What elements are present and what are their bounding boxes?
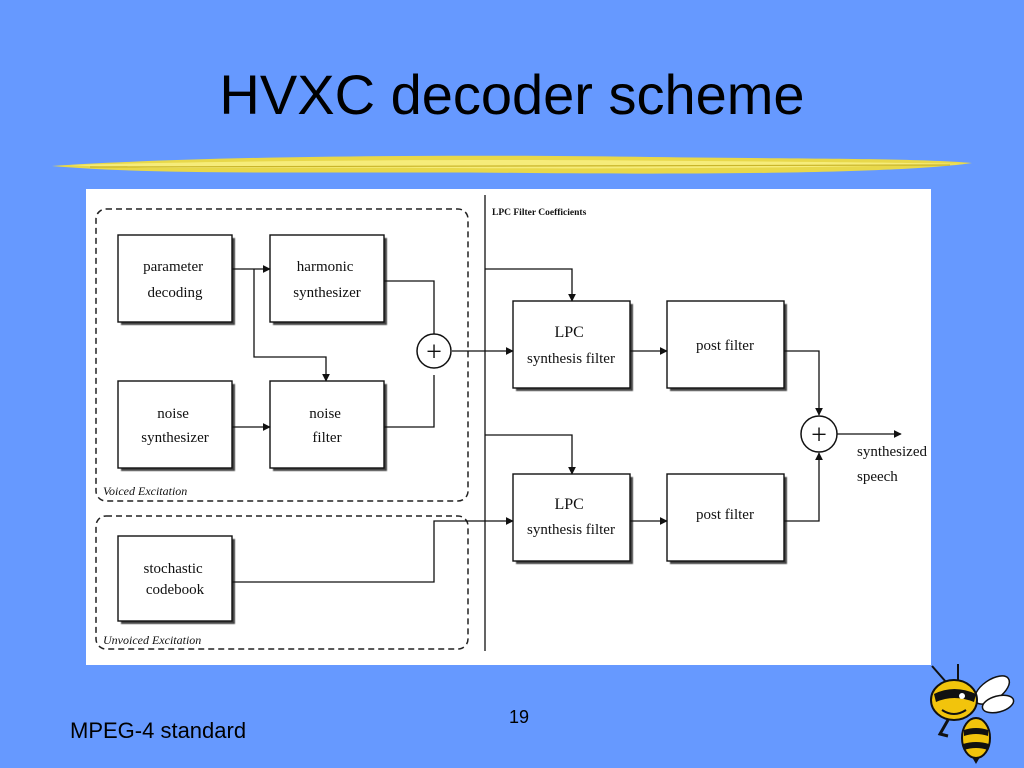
- decoder-diagram: + + LPC Filter Coefficients Voiced Excit…: [86, 189, 931, 665]
- harmonic-synthesizer-block: [269, 234, 385, 323]
- lpc-synthesis-filter-bottom-text: LPC synthesis filter: [527, 496, 615, 538]
- output-adder-symbol: +: [811, 420, 827, 451]
- parameter-decoding-text: parameter decoding: [143, 259, 207, 301]
- post-filter-top-text: post filter: [696, 338, 754, 354]
- lpc-synthesis-filter-bottom-block: [512, 473, 631, 562]
- lpc-synthesis-filter-top-block: [512, 300, 631, 389]
- output-adder: [800, 415, 838, 453]
- voiced-excitation-label: Voiced Excitation: [103, 484, 187, 498]
- slide-title: HVXC decoder scheme: [219, 63, 805, 126]
- post-filter-bottom-text: post filter: [696, 507, 754, 523]
- stochastic-codebook-block: [117, 535, 233, 622]
- synthesized-speech-label: synthesized speech: [857, 444, 931, 485]
- unvoiced-excitation-label: Unvoiced Excitation: [103, 633, 201, 647]
- stochastic-codebook-text: stochastic codebook: [144, 561, 207, 598]
- lpc-synthesis-filter-top-text: LPC synthesis filter: [527, 324, 615, 367]
- footer-text: MPEG-4 standard: [70, 718, 247, 743]
- lpc-coefficients-label: LPC Filter Coefficients: [492, 208, 587, 218]
- voiced-adder: [416, 333, 452, 369]
- post-filter-top-block: [666, 300, 785, 389]
- unvoiced-excitation-group: [95, 515, 469, 650]
- voiced-adder-symbol: +: [426, 337, 442, 368]
- bee-mascot-icon: [930, 664, 1015, 764]
- page-number: 19: [509, 707, 530, 727]
- harmonic-synthesizer-text: harmonic synthesizer: [293, 259, 360, 301]
- noise-filter-block: [269, 380, 385, 469]
- post-filter-bottom-block: [666, 473, 785, 562]
- noise-synthesizer-block: [117, 380, 233, 469]
- title-underline-brush: [52, 155, 972, 174]
- noise-synthesizer-text: noise synthesizer: [141, 406, 208, 446]
- parameter-decoding-block: [117, 234, 233, 323]
- voiced-excitation-group: [95, 208, 469, 502]
- noise-filter-text: noise filter: [309, 406, 344, 446]
